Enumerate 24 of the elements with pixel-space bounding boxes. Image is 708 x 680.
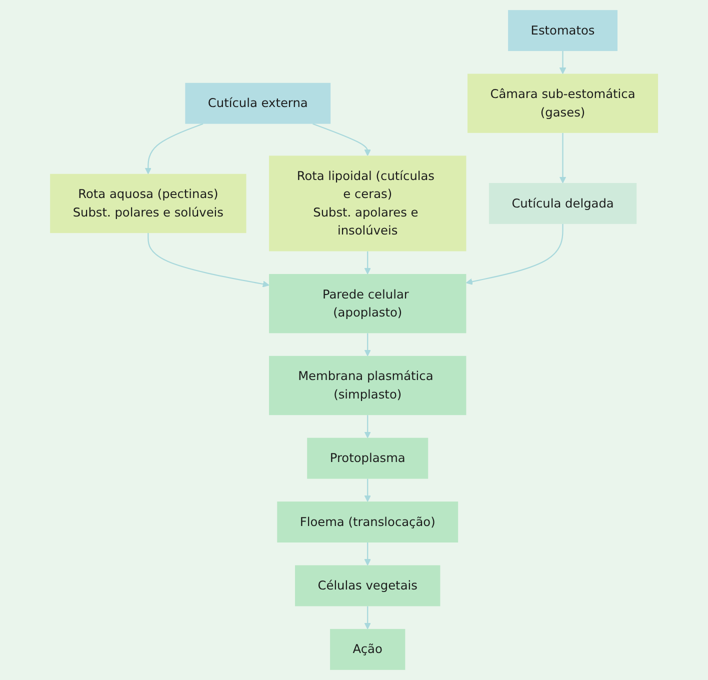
- node-box: Parede celular (apoplasto): [268, 274, 466, 334]
- arrow: [364, 415, 371, 438]
- node-box: Células vegetais: [294, 565, 440, 606]
- arrow: [466, 224, 564, 285]
- arrow: [364, 251, 371, 274]
- node-box: Câmara sub-estomática (gases): [467, 74, 658, 133]
- arrow: [148, 233, 270, 288]
- node-box: Floema (translocação): [277, 502, 458, 542]
- node-box: Protoplasma: [307, 438, 428, 479]
- arrow: [364, 606, 371, 630]
- arrow: [559, 51, 566, 74]
- arrow: [364, 333, 371, 356]
- node-box: Cutícula externa: [185, 82, 331, 124]
- arrow: [364, 478, 371, 502]
- node-box: Rota aquosa (pectinas) Subst. polares e solúveis: [50, 174, 246, 234]
- node-box: Cutícula delgada: [488, 183, 637, 224]
- node-box: Ação: [330, 628, 406, 670]
- arrow: [559, 132, 566, 184]
- arrow: [364, 542, 371, 566]
- arrow: [144, 123, 204, 174]
- node-box: Membrana plasmática (simplasto): [268, 356, 466, 416]
- node-box: Rota lipoidal (cutículas e ceras) Subst. apolares e insolúveis: [268, 156, 466, 252]
- arrow: [312, 123, 371, 156]
- node-box: Estomatos: [508, 10, 618, 52]
